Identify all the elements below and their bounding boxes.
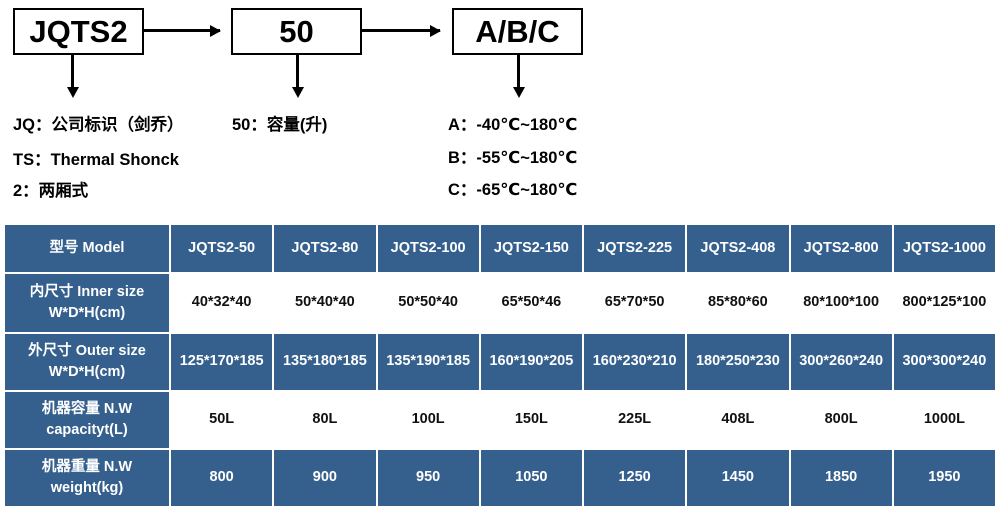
table-cell-capacity: 150L: [480, 392, 582, 448]
table-cell-weight: 900: [274, 450, 376, 506]
table-cell-capacity: 50L: [171, 392, 273, 448]
connector-line-model-to-volume: [144, 29, 220, 32]
table-cell-inner-size: 65*50*46: [480, 274, 582, 332]
row-header-line1: 外尺寸 Outer size: [28, 342, 146, 359]
table-cell-inner-size: 80*100*100: [790, 274, 892, 332]
arrow-down-icon: [291, 87, 304, 98]
table-cell-inner-size: 800*125*100: [893, 274, 995, 332]
arrow-down-icon: [512, 87, 525, 98]
row-header-model: 型号 Model: [5, 225, 169, 272]
table-cell-outer-size: 160*190*205: [480, 334, 582, 390]
table-cell-outer-size: 135*190*185: [377, 334, 479, 390]
table-cell-inner-size: 85*80*60: [687, 274, 789, 332]
connector-line-temperature-down: [517, 55, 520, 91]
table-cell-model: JQTS2-1000: [893, 225, 995, 272]
table-cell-weight: 1950: [893, 450, 995, 506]
specification-table: 型号 Model JQTS2-50 JQTS2-80 JQTS2-100 JQT…: [3, 223, 997, 508]
table-cell-outer-size: 300*260*240: [790, 334, 892, 390]
table-cell-model: JQTS2-80: [274, 225, 376, 272]
row-header-line1: 机器重量 N.W: [41, 458, 133, 475]
row-header-line1: 型号 Model: [49, 239, 125, 256]
table-cell-outer-size: 160*230*210: [584, 334, 686, 390]
table-cell-capacity: 800L: [790, 392, 892, 448]
row-header-line1: 机器容量 N.W: [41, 400, 133, 417]
table-cell-inner-size: 40*32*40: [171, 274, 273, 332]
connector-line-volume-down: [296, 55, 299, 91]
table-row-capacity: 机器容量 N.W capacityt(L) 50L 80L 100L 150L …: [5, 392, 995, 448]
legend-ts: TS：Thermal Shonck: [13, 151, 179, 169]
table-row-inner-size: 内尺寸 Inner size W*D*H(cm) 40*32*40 50*40*…: [5, 274, 995, 332]
row-header-capacity: 机器容量 N.W capacityt(L): [5, 392, 169, 448]
legend-volume: 50：容量(升): [232, 116, 328, 134]
arrow-right-icon: [430, 24, 441, 37]
arrow-right-icon: [210, 24, 221, 37]
model-code-diagram: JQTS2 50 A/B/C JQ：公司标识（剑乔） TS：Thermal Sh…: [0, 0, 1000, 215]
table-cell-capacity: 408L: [687, 392, 789, 448]
arrow-down-icon: [66, 87, 79, 98]
table-cell-weight: 950: [377, 450, 479, 506]
row-header-line2: capacityt(L): [46, 422, 128, 438]
table-cell-capacity: 80L: [274, 392, 376, 448]
table-cell-weight: 1250: [584, 450, 686, 506]
legend-jq: JQ：公司标识（剑乔）: [13, 116, 184, 134]
row-header-weight: 机器重量 N.W weight(kg): [5, 450, 169, 506]
table-cell-capacity: 225L: [584, 392, 686, 448]
row-header-line2: weight(kg): [50, 480, 124, 496]
connector-line-volume-to-temperature: [362, 29, 440, 32]
table-cell-inner-size: 65*70*50: [584, 274, 686, 332]
legend-temp-c: C：-65℃~180℃: [448, 181, 578, 199]
table-cell-outer-size: 180*250*230: [687, 334, 789, 390]
legend-temp-a: A：-40℃~180℃: [448, 116, 578, 134]
table-cell-weight: 1850: [790, 450, 892, 506]
row-header-line1: 内尺寸 Inner size: [29, 283, 145, 300]
table-cell-model: JQTS2-50: [171, 225, 273, 272]
legend-temp-b: B：-55℃~180℃: [448, 149, 578, 167]
connector-line-model-down: [71, 55, 74, 91]
table-cell-outer-size: 300*300*240: [893, 334, 995, 390]
row-header-line2: W*D*H(cm): [48, 364, 126, 380]
table-cell-model: JQTS2-408: [687, 225, 789, 272]
table-cell-capacity: 1000L: [893, 392, 995, 448]
legend-2: 2：两厢式: [13, 182, 89, 200]
row-header-outer-size: 外尺寸 Outer size W*D*H(cm): [5, 334, 169, 390]
table-cell-capacity: 100L: [377, 392, 479, 448]
table-cell-outer-size: 125*170*185: [171, 334, 273, 390]
row-header-line2: W*D*H(cm): [48, 305, 126, 321]
table-cell-weight: 800: [171, 450, 273, 506]
table-cell-model: JQTS2-150: [480, 225, 582, 272]
table-cell-weight: 1050: [480, 450, 582, 506]
table-cell-model: JQTS2-800: [790, 225, 892, 272]
diagram-box-temperature: A/B/C: [452, 8, 583, 55]
table-cell-model: JQTS2-225: [584, 225, 686, 272]
table-cell-inner-size: 50*40*40: [274, 274, 376, 332]
table-cell-inner-size: 50*50*40: [377, 274, 479, 332]
table-row-outer-size: 外尺寸 Outer size W*D*H(cm) 125*170*185 135…: [5, 334, 995, 390]
table-cell-outer-size: 135*180*185: [274, 334, 376, 390]
table-cell-model: JQTS2-100: [377, 225, 479, 272]
table-row-weight: 机器重量 N.W weight(kg) 800 900 950 1050 125…: [5, 450, 995, 506]
diagram-box-model: JQTS2: [13, 8, 144, 55]
table-cell-weight: 1450: [687, 450, 789, 506]
table-row-model: 型号 Model JQTS2-50 JQTS2-80 JQTS2-100 JQT…: [5, 225, 995, 272]
row-header-inner-size: 内尺寸 Inner size W*D*H(cm): [5, 274, 169, 332]
diagram-box-volume: 50: [231, 8, 362, 55]
